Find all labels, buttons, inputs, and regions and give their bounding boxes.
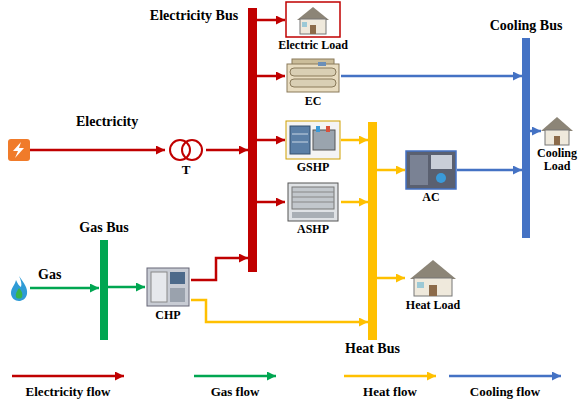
electric-load-icon: [286, 2, 340, 37]
flow-arrow: [341, 75, 522, 78]
gshp-icon: [286, 121, 340, 159]
flow-arrow: [191, 258, 248, 280]
flow-arrow: [108, 286, 145, 289]
flow-label: Electricity: [76, 114, 138, 130]
legend-text: Gas flow: [190, 384, 280, 400]
transformer-symbol: [170, 140, 202, 160]
component-label: EC: [305, 95, 322, 109]
cooling-load: Cooling Load: [541, 116, 573, 146]
component-label: Cooling Load: [534, 147, 580, 173]
absorption-chiller-icon: [406, 151, 456, 189]
component-label: Electric Load: [278, 39, 348, 53]
transformer: T: [166, 138, 206, 162]
gas-source-icon: [11, 276, 27, 301]
electricity-bus: Electricity Bus: [248, 8, 257, 272]
cooling-bus: Cooling Bus: [522, 38, 530, 238]
chp-icon: [147, 268, 189, 306]
chp-unit: CHP: [145, 266, 191, 308]
legend-arrow: [190, 368, 280, 384]
component-label: T: [182, 163, 191, 178]
legend-text: Electricity flow: [8, 384, 128, 400]
component-label: Gas Bus: [79, 220, 128, 236]
heat-bus: Heat Bus: [368, 122, 377, 340]
gas-bus: Gas Bus: [100, 240, 108, 340]
flow-label: Gas: [38, 267, 61, 283]
component-label: Electricity Bus: [144, 8, 244, 24]
component-label: Heat Load: [406, 299, 460, 313]
ashp-icon: [288, 183, 338, 221]
legend-arrow: [340, 368, 440, 384]
flow-arrow: [191, 300, 368, 322]
legend-item: Heat flow: [340, 368, 440, 400]
flow-arrow: [377, 169, 405, 172]
electricity-supply-line: [30, 149, 165, 152]
flow-arrow: [257, 201, 285, 204]
component-label: Heat Bus: [345, 341, 400, 357]
flow-arrow: [257, 19, 285, 22]
ground-source-heat-pump: GSHP: [285, 120, 341, 160]
flow-arrow: [341, 139, 368, 142]
component-label: CHP: [155, 309, 180, 323]
flow-arrow: [206, 149, 248, 152]
absorption-chiller: AC: [405, 150, 457, 190]
flow-arrow: [377, 277, 405, 280]
component-label: GSHP: [297, 161, 330, 175]
legend-arrow: [8, 368, 128, 384]
component-label: ASHP: [297, 223, 329, 237]
electricity-source-icon: [8, 139, 30, 161]
flow-arrow: [457, 169, 522, 172]
flow-arrow: [530, 130, 541, 133]
flow-arrow: [257, 139, 285, 142]
electric-load: Electric Load: [285, 2, 341, 38]
heat-load-icon: [410, 260, 456, 296]
legend-item: Gas flow: [190, 368, 280, 400]
legend-text: Cooling flow: [445, 384, 565, 400]
component-label: AC: [422, 191, 439, 205]
electric-chiller-icon: [287, 59, 339, 92]
legend-arrow: [445, 368, 565, 384]
air-source-heat-pump: ASHP: [285, 182, 341, 222]
electric-chiller: EC: [285, 58, 341, 94]
legend-item: Electricity flow: [8, 368, 128, 400]
gas-supply-line: [30, 287, 99, 290]
flow-arrow: [257, 75, 285, 78]
flow-arrow: [341, 201, 368, 204]
component-label: Cooling Bus: [490, 18, 563, 34]
legend-text: Heat flow: [340, 384, 440, 400]
cooling-load-icon: [541, 117, 573, 145]
heat-load: Heat Load: [405, 258, 461, 298]
legend-item: Cooling flow: [445, 368, 565, 400]
